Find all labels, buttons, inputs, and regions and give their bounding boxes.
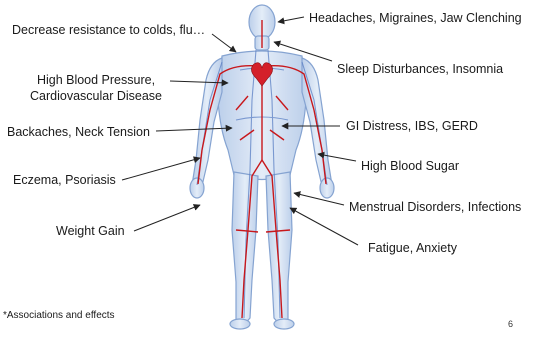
label-headaches: Headaches, Migraines, Jaw Clenching bbox=[309, 10, 522, 26]
label-eczema: Eczema, Psoriasis bbox=[13, 172, 116, 188]
label-weight: Weight Gain bbox=[56, 223, 125, 239]
label-menstrual: Menstrual Disorders, Infections bbox=[349, 199, 521, 215]
label-blood-pressure-line1: High Blood Pressure, bbox=[30, 72, 162, 88]
arrow-menstrual bbox=[294, 193, 344, 205]
label-fatigue: Fatigue, Anxiety bbox=[368, 240, 457, 256]
label-blood-pressure-line2: Cardiovascular Disease bbox=[30, 88, 162, 104]
label-blood-pressure: High Blood Pressure, Cardiovascular Dise… bbox=[30, 72, 162, 104]
label-colds: Decrease resistance to colds, flu… bbox=[12, 22, 205, 38]
arrow-headaches bbox=[278, 17, 304, 22]
label-gi: GI Distress, IBS, GERD bbox=[346, 118, 478, 134]
arrow-fatigue bbox=[290, 208, 358, 245]
label-backaches: Backaches, Neck Tension bbox=[7, 124, 150, 140]
arrow-backaches bbox=[156, 128, 232, 131]
label-sleep: Sleep Disturbances, Insomnia bbox=[337, 61, 503, 77]
body-silhouette bbox=[190, 5, 334, 329]
arrow-colds bbox=[212, 34, 236, 52]
arrow-weight bbox=[134, 205, 200, 231]
page-number: 6 bbox=[508, 319, 513, 329]
arrow-eczema bbox=[122, 158, 200, 180]
footnote: *Associations and effects bbox=[3, 310, 115, 321]
label-blood-sugar: High Blood Sugar bbox=[361, 158, 459, 174]
